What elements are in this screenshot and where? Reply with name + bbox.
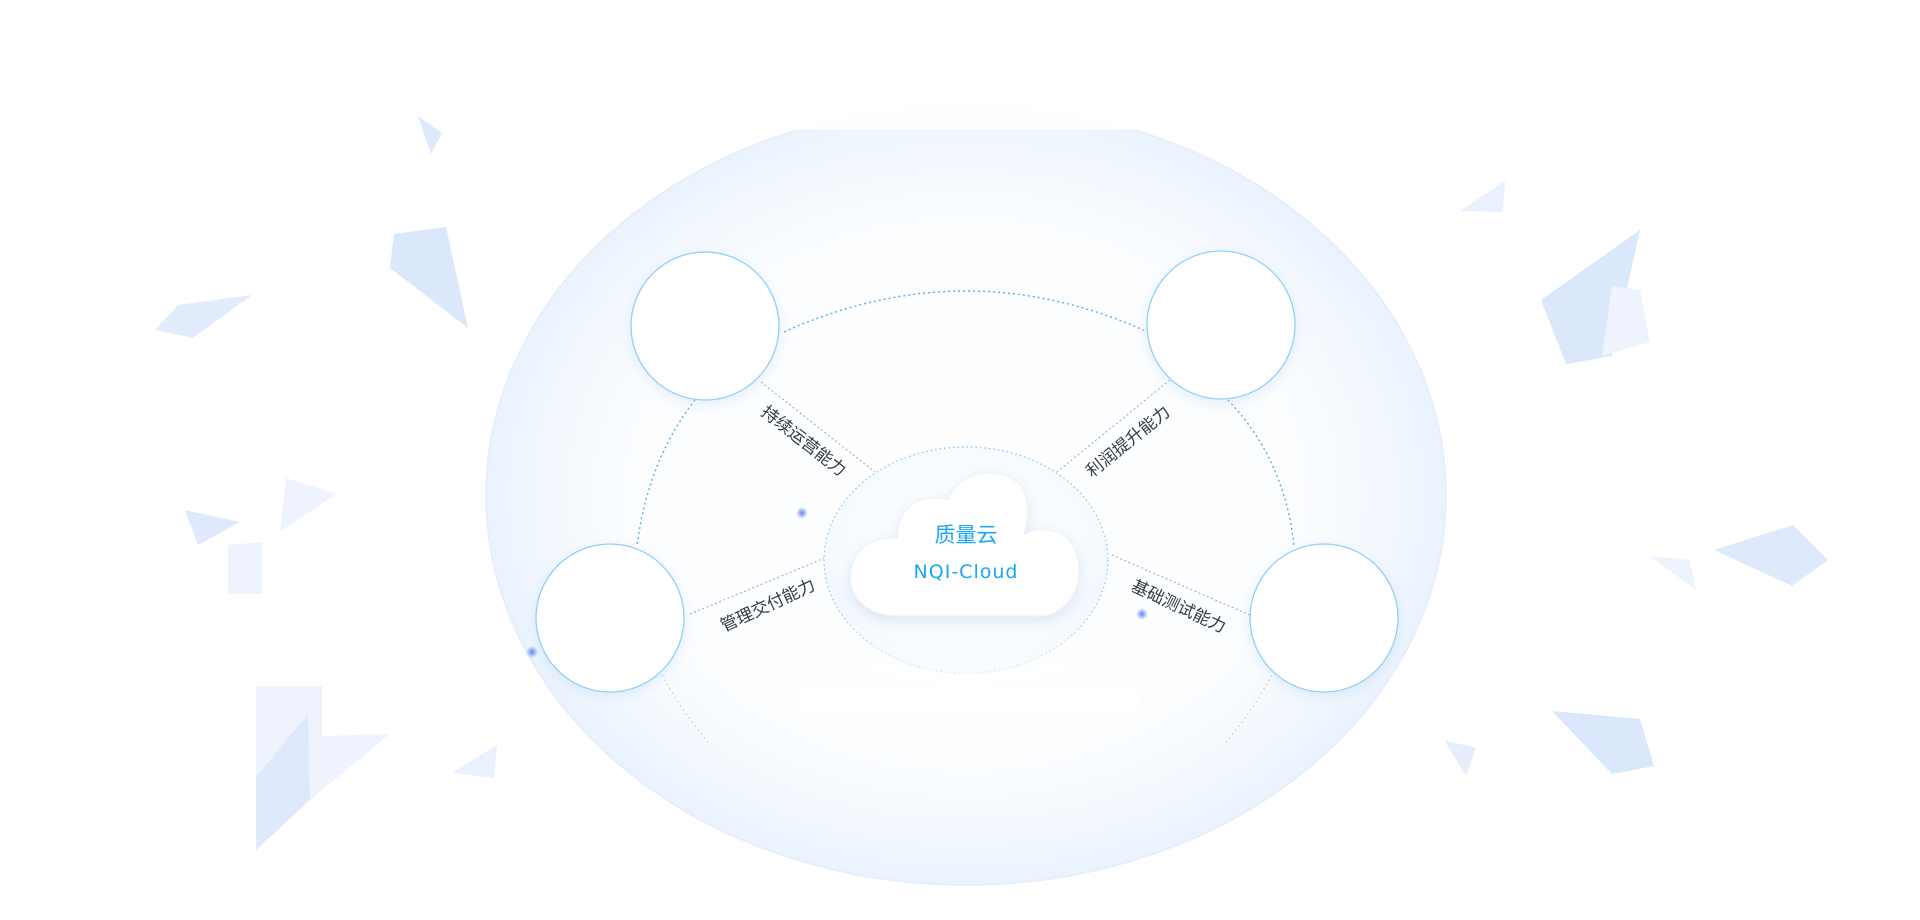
shard <box>228 542 262 594</box>
orbit-arc-right <box>1227 399 1295 547</box>
connectors <box>689 379 1253 617</box>
decorative-shards-right <box>1444 181 1828 776</box>
shard <box>1650 556 1696 590</box>
decorative-shards-left <box>155 116 497 850</box>
connector-line <box>1051 379 1171 477</box>
node-circle <box>1146 250 1296 400</box>
orbit-arc-bottom-right <box>1225 674 1273 743</box>
connector-line <box>689 554 833 615</box>
shard <box>1602 286 1650 356</box>
hub-title: 质量云 <box>935 523 998 547</box>
glow-dot <box>796 507 808 519</box>
shard <box>418 116 442 154</box>
shard <box>390 227 468 328</box>
hub-ring <box>823 446 1109 674</box>
shard <box>185 510 240 545</box>
orbit-arc-bottom-left <box>661 674 709 743</box>
shard <box>1460 181 1505 212</box>
cloud-shape <box>849 472 1080 617</box>
shard <box>155 295 252 338</box>
glow-dot <box>1136 608 1148 620</box>
orbit-arc-left <box>636 399 696 547</box>
capability-node-top-right[interactable] <box>1146 250 1296 400</box>
glow-dot <box>526 646 538 658</box>
shard <box>1714 525 1828 586</box>
connector-line <box>760 381 881 477</box>
shard <box>452 745 497 778</box>
cloud-node[interactable]: 质量云 NQI-Cloud <box>849 472 1080 617</box>
node-circle <box>1249 543 1399 693</box>
shard <box>280 478 336 532</box>
capability-node-bottom-right[interactable] <box>1249 543 1399 693</box>
node-circle <box>630 251 780 401</box>
node-circle <box>535 543 685 693</box>
capability-node-bottom-left[interactable] <box>535 543 685 693</box>
hub-subtitle: NQI-Cloud <box>914 561 1019 583</box>
shard <box>1552 711 1654 774</box>
capability-node-top-left[interactable] <box>630 251 780 401</box>
glow-dots <box>526 507 1148 658</box>
shard <box>256 714 310 850</box>
connector-line <box>1111 554 1253 617</box>
orbit-ring <box>636 290 1295 743</box>
shard <box>1444 740 1476 776</box>
